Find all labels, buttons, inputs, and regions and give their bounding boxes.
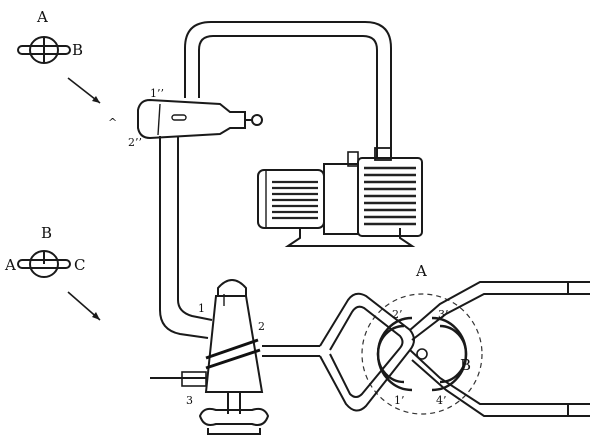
- arrow-icon: [67, 291, 101, 321]
- valve-legend-top-label-b: B: [72, 41, 83, 59]
- valve-mid-symbol-icon: [17, 250, 71, 278]
- valve-legend-mid-label-a: A: [4, 256, 16, 274]
- joint-label-1p: 1’: [394, 394, 405, 407]
- valve-legend-mid-label-c: C: [74, 256, 85, 274]
- tube-joint: A B 2’ 3’ 1’ 4’: [319, 262, 590, 417]
- vertical-pipe: [159, 136, 213, 339]
- stopcock-main-label-1: 1: [198, 302, 205, 315]
- stopcock-top-label-1: 1’’: [150, 87, 164, 100]
- vacuum-pump: [257, 147, 423, 247]
- top-stopcock: 1’’ 2’’ ^: [108, 87, 263, 149]
- overhead-pipe: [184, 21, 392, 158]
- joint-label-4p: 4’: [436, 394, 447, 407]
- stopcock-top-label-2: 2’’: [128, 136, 142, 149]
- joint-label-2p: 2’: [392, 308, 403, 321]
- stopcock-top-mark: ^: [108, 116, 117, 129]
- joint-feed-pipe: [262, 345, 320, 357]
- valve-top-symbol-icon: [17, 36, 71, 64]
- main-stopcock: 1 2 3: [150, 279, 270, 435]
- valve-legend-top-label-a: A: [36, 8, 48, 26]
- stopcock-main-label-2: 2: [258, 320, 265, 333]
- valve-legend-top: A B: [17, 8, 101, 104]
- arrow-icon: [67, 77, 101, 104]
- joint-label-3p: 3’: [438, 308, 449, 321]
- stopcock-main-label-3: 3: [186, 394, 193, 407]
- valve-legend-mid: B A C: [4, 224, 101, 321]
- joint-label-a: A: [415, 262, 427, 280]
- joint-label-b: B: [460, 356, 471, 374]
- valve-legend-mid-label-b: B: [41, 224, 52, 242]
